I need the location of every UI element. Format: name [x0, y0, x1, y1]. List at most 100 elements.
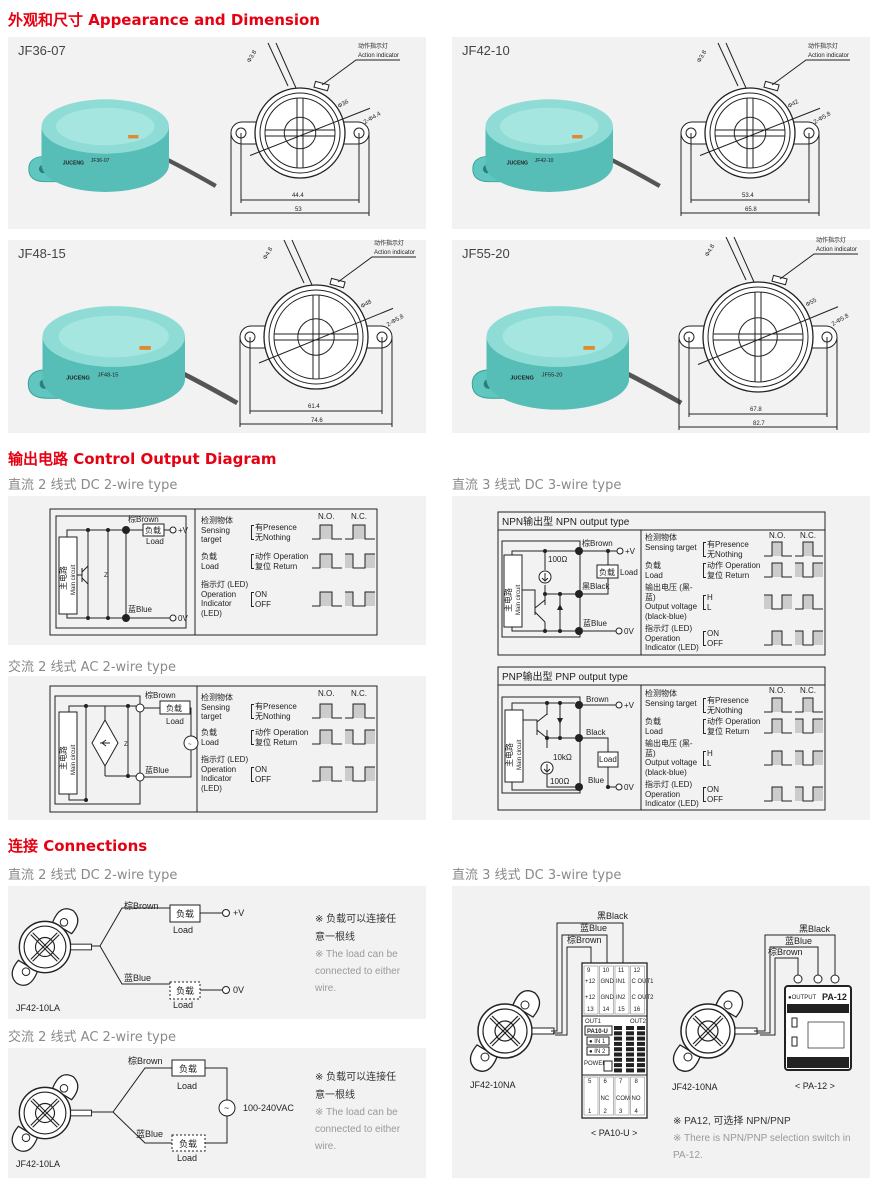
timing-wave-pulse [764, 697, 792, 713]
zero-volt-label: 0V [624, 783, 634, 792]
indicator-label-zh: 动作指示灯 [816, 236, 846, 244]
dc2-connection-panel [8, 886, 426, 1019]
row-label-sensing-en: Sensing target [201, 702, 230, 722]
timing-wave-pulse [312, 553, 342, 569]
main-circuit-label-zh: 主电路 [504, 743, 514, 767]
sensor-model-label: JF42-10NA [672, 1082, 718, 1092]
main-circuit-label-zh: 主电路 [58, 566, 68, 590]
row-sensing-option1: 有Presence [255, 702, 297, 711]
timing-wave-pulse [764, 630, 792, 646]
timing-wave-pulse [345, 703, 375, 719]
row-load-option1: 动作 Operation [707, 561, 761, 570]
row-label-output: 输出电压 (黑-蓝)Output voltage(black-blue) [645, 583, 701, 621]
blue-wire-label: 蓝Blue [583, 618, 608, 628]
terminal-label: +12 [585, 995, 596, 1001]
brown-wire-label: 棕Brown [128, 1055, 163, 1066]
sensor-photo: JUCENG JF55-20 [471, 306, 683, 410]
positive-terminal-label: +V [233, 908, 244, 918]
row-label-output-zh: 输出电压 (黑-蓝) [645, 739, 693, 758]
dimension-outer-width: 65.8 [745, 207, 757, 213]
body-diameter-label: Φ36 [337, 99, 350, 110]
row-label-load-en: Load [645, 570, 663, 580]
row-label-sensing-zh: 检测物体 [645, 689, 677, 698]
terminal-label: C OUT2 [632, 995, 655, 1001]
row-led-option2: OFF [707, 638, 723, 648]
load-label: Load [166, 717, 184, 726]
subhead-dc3-connection: 直流 3 线式 DC 3-wire type [452, 868, 622, 883]
pin-3: 3 [124, 617, 128, 623]
note-en-3: wire. [314, 1141, 336, 1152]
terminal-number: 15 [618, 1007, 625, 1013]
sensor-model-label: JF42-10NA [470, 1080, 516, 1090]
row-load-option2: 复位 Return [707, 726, 750, 736]
header-normally-closed: N.C. [800, 686, 816, 695]
row-label-load-en: Load [201, 737, 219, 747]
dimension-inner-width: 53.4 [742, 193, 754, 199]
terminal-number: 3 [619, 1109, 623, 1115]
power-label: POWER [584, 1061, 607, 1067]
terminal-number: 10 [603, 968, 610, 974]
indicator-label-en: Action indicator [816, 247, 857, 253]
header-normally-closed: N.C. [351, 512, 367, 521]
dimension-drawing: 44.4 53 Φ3.8 Φ36 2-Φ4.4 动作指示灯 Action ind… [230, 42, 400, 216]
load-box-zh: 负载 [176, 908, 194, 919]
row-led-option1: ON [255, 590, 267, 599]
load-label: Load [599, 755, 617, 764]
dimension-drawing: 67.8 82.7 Φ4.8 Φ55 2-Φ5.8 动作指示灯 Action i… [678, 236, 858, 430]
timing-wave-notch [795, 786, 823, 802]
row-label-load-zh: 负载 [201, 728, 217, 737]
note-zh-2: 意一根线 [315, 1088, 355, 1101]
terminal-label: IN2 [616, 995, 626, 1001]
svg-text:Z: Z [104, 573, 108, 579]
timing-wave-notch [795, 750, 823, 766]
row-label-led-en2: Indicator (LED) [645, 799, 699, 808]
sensor-front-view-icon [11, 1074, 93, 1152]
pa10-name: PA10-U [587, 1029, 608, 1035]
timing-wave-notch [345, 591, 375, 607]
row-label-load-zh: 负载 [201, 552, 217, 561]
dimension-outer-width: 74.6 [311, 418, 323, 424]
note-zh: ※ 负载可以连接任 [315, 1070, 396, 1083]
bracket-icon [703, 595, 706, 610]
row-label-sensing-zh: 检测物体 [645, 533, 677, 542]
row-label-load-en: Load [645, 726, 663, 736]
note-en-2: connected to either [315, 1124, 401, 1135]
timing-wave-notch [345, 553, 375, 569]
blue-wire-label: 蓝Blue [128, 604, 153, 614]
indicator-label-en: Action indicator [374, 250, 415, 256]
main-circuit-label-zh: 主电路 [503, 588, 513, 612]
terminal-label: NC [601, 1096, 610, 1102]
row-sensing-option2: 无Nothing [255, 711, 291, 721]
blue-wire-label: 蓝Blue [145, 765, 170, 775]
sensor-model-label: JF42-10LA [16, 1003, 60, 1013]
terminal-number: 12 [634, 968, 641, 974]
section-title-output: 输出电路 Control Output Diagram [8, 450, 277, 468]
load-box-zh: 负载 [599, 567, 615, 577]
row-label-led-en2: Indicator (LED) [201, 599, 232, 618]
model-label-on-body: JF36-07 [91, 158, 110, 164]
load-box-zh: 负载 [166, 703, 182, 713]
subhead-ac2-connection: 交流 2 线式 AC 2-wire type [8, 1030, 176, 1045]
load-box-zh: 负载 [176, 985, 194, 996]
pa12-note-zh: ※ PA12, 可选择 NPN/PNP [673, 1114, 791, 1127]
row-load-option2: 复位 Return [707, 570, 750, 580]
positive-terminal-label: +V [624, 701, 635, 710]
bracket-icon [703, 787, 706, 802]
load-label: Load [177, 1153, 197, 1163]
sensor-photo: JUCENG JF48-15 [27, 306, 239, 410]
row-led-option1: ON [707, 785, 719, 794]
row-label-led-en: Operation [645, 789, 681, 799]
pa12-note-en: ※ There is NPN/PNP selection switch in [673, 1133, 851, 1144]
dimension-drawing: 53.4 65.8 Φ3.8 Φ42 2-Φ5.8 动作指示灯 Action i… [680, 42, 850, 216]
ac-source-label: 100-240VAC [243, 1103, 294, 1113]
main-circuit-label-en: Main circuit [71, 564, 77, 595]
timing-wave-pulse [764, 750, 792, 766]
